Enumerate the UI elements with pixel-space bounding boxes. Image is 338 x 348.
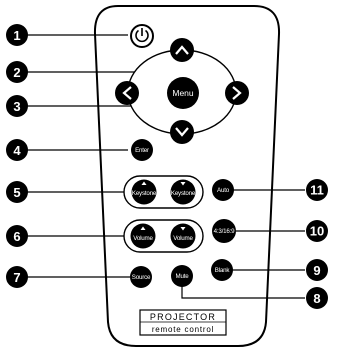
svg-text:2: 2 <box>13 65 20 80</box>
aspect-button[interactable]: 4:3/16:9 <box>212 219 236 243</box>
svg-text:6: 6 <box>13 229 20 244</box>
left-button[interactable] <box>115 81 139 105</box>
svg-text:3: 3 <box>13 99 20 114</box>
callout-8: 8 <box>306 287 328 309</box>
remote-label-line1: PROJECTOR <box>150 312 216 322</box>
enter-label: Enter <box>135 147 149 154</box>
remote-label-line2: remote control <box>152 325 214 334</box>
callout-10: 10 <box>306 220 328 242</box>
keystone-up-label: Keystone <box>132 190 157 197</box>
down-button[interactable] <box>170 120 194 144</box>
auto-button[interactable]: Auto <box>212 179 234 201</box>
callout-4: 4 <box>6 139 28 161</box>
blank-button[interactable]: Blank <box>211 259 233 281</box>
svg-text:10: 10 <box>310 224 324 239</box>
keystone-down-label: Keystone <box>171 190 196 197</box>
callout-2: 2 <box>6 61 28 83</box>
svg-text:7: 7 <box>13 270 20 285</box>
power-button[interactable] <box>131 25 153 47</box>
svg-text:1: 1 <box>13 28 20 43</box>
blank-label: Blank <box>215 267 231 274</box>
volume-up-label: Volume <box>133 235 153 242</box>
auto-label: Auto <box>217 187 230 194</box>
mute-label: Mute <box>176 273 190 280</box>
callout-3: 3 <box>6 95 28 117</box>
menu-button[interactable]: Menu <box>167 77 199 109</box>
callout-9: 9 <box>306 259 328 281</box>
callout-5: 5 <box>6 181 28 203</box>
svg-text:4: 4 <box>13 143 21 158</box>
svg-text:11: 11 <box>310 183 324 198</box>
volume-down-button[interactable]: Volume <box>171 224 196 249</box>
volume-down-label: Volume <box>173 235 193 242</box>
svg-text:9: 9 <box>313 263 320 278</box>
svg-text:5: 5 <box>13 185 20 200</box>
aspect-label: 4:3/16:9 <box>214 228 236 235</box>
volume-up-button[interactable]: Volume <box>131 224 156 249</box>
callout-1: 1 <box>6 24 28 46</box>
remote-label-plate: PROJECTOR remote control <box>140 310 226 335</box>
callout-7: 7 <box>6 266 28 288</box>
menu-label: Menu <box>172 88 194 98</box>
callout-11: 11 <box>306 179 328 201</box>
right-button[interactable] <box>225 81 249 105</box>
mute-button[interactable]: Mute <box>171 265 193 287</box>
up-button[interactable] <box>170 38 194 62</box>
source-button[interactable]: Source <box>130 266 152 288</box>
callout-6: 6 <box>6 225 28 247</box>
source-label: Source <box>132 274 151 281</box>
enter-button[interactable]: Enter <box>131 139 153 161</box>
svg-text:8: 8 <box>313 291 320 306</box>
